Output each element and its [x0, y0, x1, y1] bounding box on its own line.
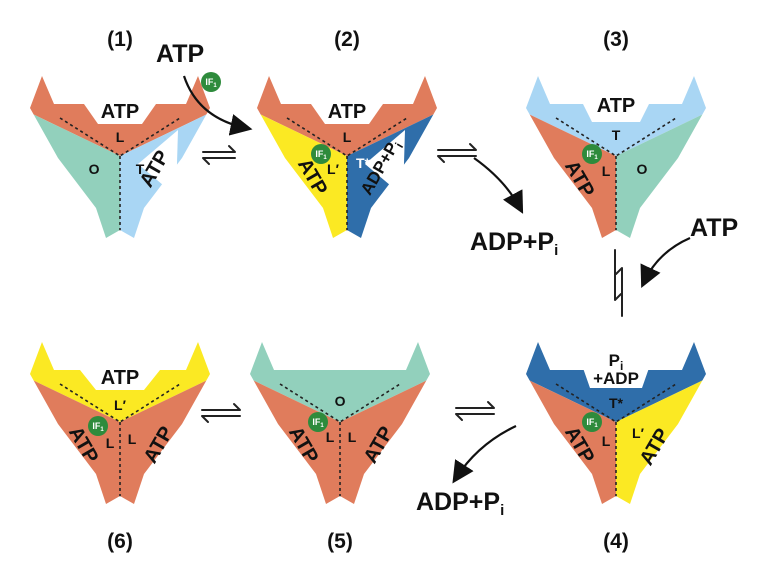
atp-input-label-1: ATP	[156, 40, 204, 68]
center-letter-right: T*	[356, 155, 371, 171]
equilibrium-5-6	[201, 403, 241, 423]
arrow-adp-out-2	[473, 157, 524, 214]
center-letter-right: L′	[632, 425, 645, 441]
svg-text:IF1: IF1	[312, 417, 324, 429]
center-letter-top: L	[116, 129, 125, 145]
center-letter-right: L	[348, 429, 357, 445]
atp-pocket-top	[311, 104, 383, 124]
inhibitor-bound: IF1	[308, 412, 328, 432]
center-letter-top: O	[335, 393, 346, 409]
svg-text:IF1: IF1	[205, 77, 217, 89]
complex-5: ATP ATP O L L IF1	[250, 342, 430, 504]
complex-3: ATP ATP T L O IF1	[526, 76, 706, 238]
complex-6: ATP ATP ATP L′ L L IF1	[30, 342, 210, 504]
svg-text:IF1: IF1	[315, 149, 327, 161]
center-letter-left: L	[602, 163, 611, 179]
arrow-adp-out-4	[452, 425, 517, 484]
atp-pocket-top	[576, 90, 656, 122]
center-letter-left: L′	[327, 161, 340, 177]
center-letter-left: O	[89, 161, 100, 177]
atp-pocket-top	[84, 104, 156, 124]
atp-input-label-3: ATP	[690, 214, 738, 242]
step-number-6: (6)	[107, 530, 133, 553]
inhibitor-bound: IF1	[582, 412, 602, 432]
svg-text:IF1: IF1	[586, 149, 598, 161]
adp-release-label-4: ADP+Pi	[416, 488, 504, 519]
adp-pocket-right	[365, 130, 405, 196]
svg-text:IF1: IF1	[586, 417, 598, 429]
site-top-label-line1: Pi	[609, 351, 624, 373]
atp-pocket-right	[138, 130, 178, 196]
center-letter-right: O	[637, 161, 648, 177]
equilibrium-1-2	[202, 145, 236, 165]
center-letter-left: L	[602, 433, 611, 449]
svg-text:IF1: IF1	[92, 421, 104, 433]
step-number-4: (4)	[603, 530, 629, 553]
center-letter-top: L	[343, 129, 352, 145]
center-letter-left: L	[106, 435, 115, 451]
arrow-atp-in-3	[640, 236, 691, 288]
site-top-label: ATP	[101, 367, 140, 389]
arrow-atp-in-1	[182, 75, 253, 136]
center-letter-right: L	[128, 431, 137, 447]
center-letter-top: T*	[609, 395, 624, 411]
step-number-3: (3)	[603, 28, 629, 51]
step-number-1: (1)	[107, 28, 133, 51]
center-letter-right: T	[136, 161, 145, 177]
atp-pocket-top	[80, 370, 160, 390]
adp-pocket-top	[576, 348, 656, 388]
inhibitor-free: IF1	[201, 72, 221, 92]
complex-2: ATP ATP ADP+Pi L L′ T* IF1	[257, 76, 437, 238]
site-top-label-line2: +ADP	[593, 369, 639, 388]
site-top-label: ATP	[101, 101, 140, 123]
center-letter-top: L′	[114, 397, 127, 413]
inhibitor-bound: IF1	[88, 416, 108, 436]
center-letter-top: T	[612, 127, 621, 143]
complex-1: ATP ATP L O T	[30, 76, 210, 238]
complex-4: Pi +ADP ATP ATP T* L L′ IF1	[526, 342, 706, 504]
step-number-2: (2)	[334, 28, 360, 51]
step-number-5: (5)	[327, 530, 353, 553]
equilibrium-2-3	[437, 143, 477, 163]
inhibitor-bound: IF1	[311, 144, 331, 164]
adp-release-label-2: ADP+Pi	[470, 228, 558, 259]
center-letter-left: L	[326, 429, 335, 445]
site-top-label: ATP	[597, 95, 636, 117]
site-top-label: ATP	[328, 101, 367, 123]
equilibrium-4-5	[455, 401, 495, 421]
inhibitor-bound: IF1	[582, 144, 602, 164]
equilibrium-3-4	[614, 249, 623, 317]
